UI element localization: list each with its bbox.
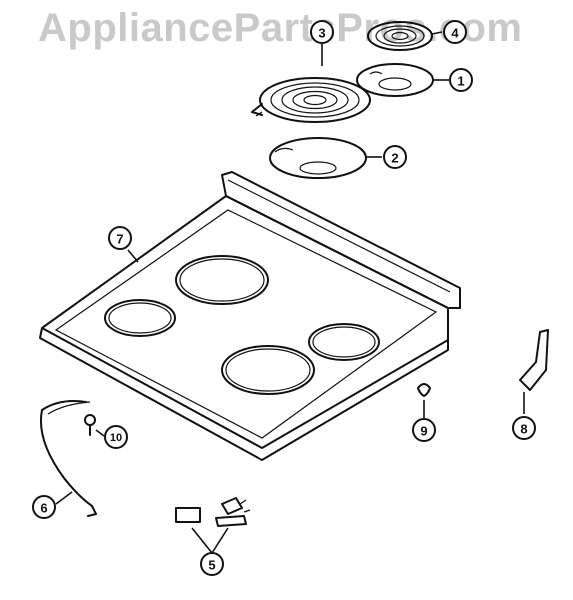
callout-9[interactable]: 9	[412, 418, 436, 442]
leader-line-6	[55, 491, 73, 505]
callout-3-label: 3	[318, 26, 325, 41]
leader-line-5	[191, 527, 229, 554]
cooktop-main-top[interactable]	[39, 171, 461, 461]
callout-3[interactable]: 3	[310, 20, 334, 44]
surface-element-small[interactable]	[367, 21, 433, 51]
terminal-blocks[interactable]	[175, 497, 251, 527]
wire-harness[interactable]	[40, 400, 97, 517]
callout-5[interactable]: 5	[200, 552, 224, 576]
drip-pan-large[interactable]	[269, 137, 367, 179]
callout-10-label: 10	[110, 432, 122, 444]
callout-2-label: 2	[391, 151, 398, 166]
leader-line-10	[95, 429, 105, 437]
surface-element-large[interactable]	[251, 77, 371, 123]
screw-part[interactable]	[84, 414, 96, 436]
callout-10[interactable]: 10	[104, 425, 128, 449]
watermark-text: AppliancePartsPros.com	[38, 6, 523, 50]
callout-4[interactable]: 4	[443, 20, 467, 44]
callout-9-label: 9	[420, 424, 427, 439]
callout-7-label: 7	[116, 232, 123, 247]
clip-part[interactable]	[417, 383, 431, 397]
callout-6[interactable]: 6	[32, 495, 56, 519]
callout-2[interactable]: 2	[383, 145, 407, 169]
leader-line-4	[431, 31, 443, 35]
callout-7[interactable]: 7	[108, 226, 132, 250]
callout-5-label: 5	[208, 558, 215, 573]
callout-4-label: 4	[451, 26, 459, 41]
drip-pan-small[interactable]	[356, 63, 434, 97]
leader-line-7	[127, 249, 139, 263]
callout-6-label: 6	[40, 501, 47, 516]
callout-1[interactable]: 1	[449, 68, 473, 92]
callout-8[interactable]: 8	[512, 416, 536, 440]
callout-1-label: 1	[457, 74, 464, 89]
side-trim[interactable]	[519, 329, 549, 391]
callout-8-label: 8	[520, 422, 527, 437]
